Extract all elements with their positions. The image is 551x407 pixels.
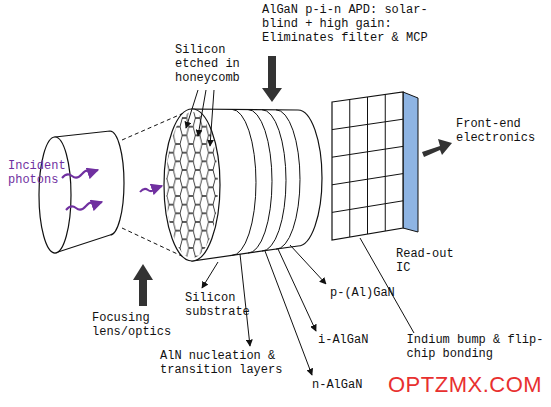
callout-label: n-AlGaN (312, 379, 370, 393)
leader-lines (186, 90, 414, 375)
focusing-lens (39, 131, 124, 253)
watermark: OPTZMX.COM (388, 372, 542, 397)
block-arrow (133, 264, 153, 306)
callout-label: Silicon etched in honeycomb (175, 44, 243, 85)
callout-label: Silicon substrate (185, 292, 257, 320)
block-arrow (262, 56, 282, 102)
apd-detector (164, 109, 322, 261)
callout-label: AlGaN p-i-n APD: solar-blind + high gain… (262, 4, 438, 45)
photon-arrows (62, 170, 162, 210)
callout-label: Incident photons (8, 160, 73, 188)
callout-label: Focusing lens/optics (92, 312, 178, 340)
callout-label: AlN nucleation & transition layers (160, 350, 286, 378)
readout-ic (332, 92, 418, 240)
callout-label: Front-end electronics (456, 118, 542, 146)
callout-label: i-AlGaN (318, 334, 376, 348)
callout-label: Indium bump & flip-chip bonding (407, 334, 547, 362)
callout-label: Read-out IC (396, 248, 461, 276)
block-arrow (422, 139, 452, 157)
callout-label: p-(Al)GaN (330, 287, 402, 301)
